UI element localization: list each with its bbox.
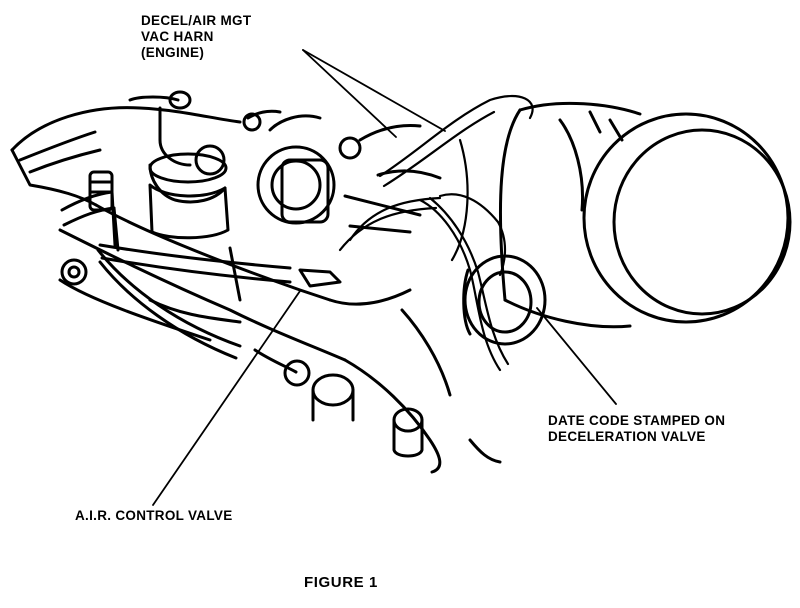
callout-line: VAC HARN <box>141 29 214 44</box>
callout-decel-air-mgt-vac-harness: DECEL/AIR MGT VAC HARN (ENGINE) <box>141 13 251 61</box>
intake-manifold <box>10 106 502 474</box>
callout-air-control-valve: A.I.R. CONTROL VALVE <box>75 508 233 524</box>
callout-line: A.I.R. CONTROL VALVE <box>75 508 233 523</box>
callout-date-code: DATE CODE STAMPED ON DECELERATION VALVE <box>548 413 725 445</box>
leader-decel-air-harness-a <box>302 49 397 138</box>
deceleration-valve <box>462 254 547 346</box>
vacuum-valve-left <box>128 90 230 240</box>
leader-air-control <box>152 290 301 506</box>
leader-lines <box>152 49 617 506</box>
callout-line: (ENGINE) <box>141 45 205 60</box>
leader-date-code <box>536 307 617 405</box>
air-control-valve <box>242 109 342 288</box>
tube-fitting <box>88 170 114 212</box>
callout-line: DATE CODE STAMPED ON <box>548 413 726 428</box>
figure-caption: FIGURE 1 <box>304 574 378 591</box>
throttle-body <box>498 101 792 329</box>
callout-line: DECELERATION VALVE <box>548 429 706 444</box>
leader-decel-air-harness-b <box>302 49 446 132</box>
exhaust-ports <box>253 348 424 458</box>
vacuum-harness <box>338 95 534 372</box>
callout-line: DECEL/AIR MGT <box>141 13 252 28</box>
